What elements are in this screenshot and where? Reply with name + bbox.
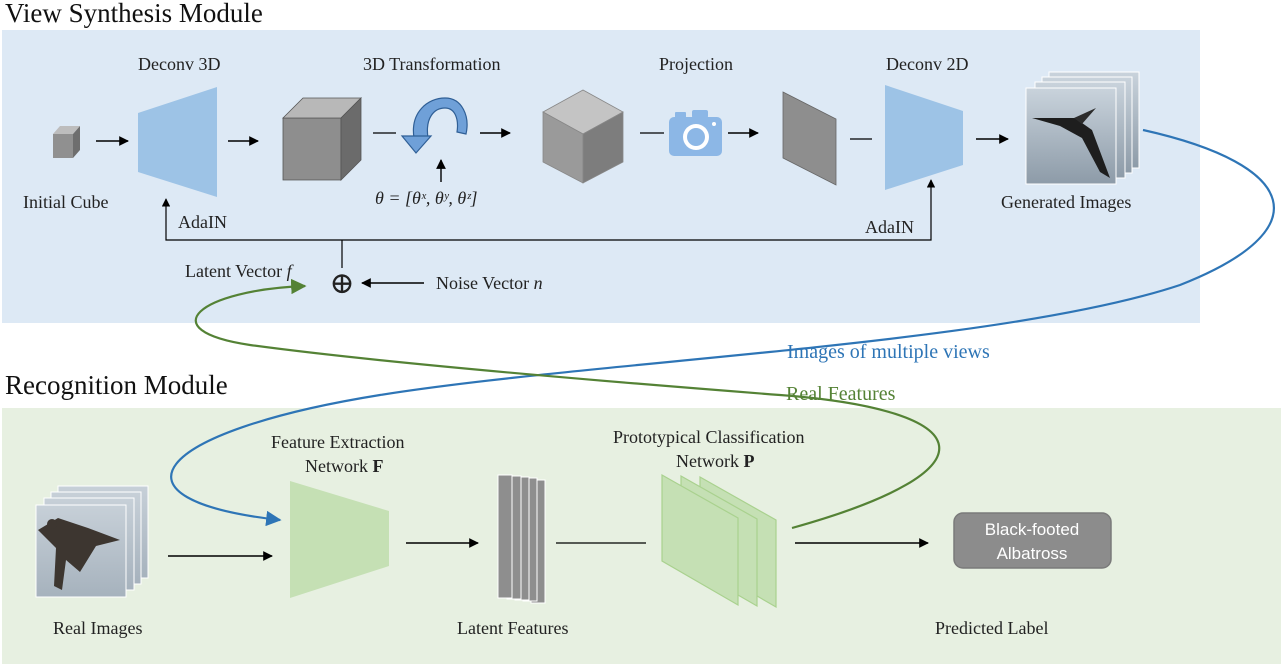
theta-formula: θ = [θˣ, θʸ, θᶻ] (375, 188, 478, 208)
recognition-title: Recognition Module (5, 370, 228, 400)
adain-right-label: AdaIN (865, 217, 914, 237)
rotation-icon (400, 97, 468, 154)
transform-label: 3D Transformation (363, 54, 501, 74)
deconv3d-block (138, 87, 217, 197)
deconv3d-label: Deconv 3D (138, 54, 220, 74)
feature-net-label-line2: Network F (305, 456, 383, 476)
combine-symbol: ⊕ (329, 267, 354, 300)
proto-net-block (661, 473, 777, 609)
predicted-label-line2: Albatross (997, 544, 1068, 563)
initial-cube-label: Initial Cube (23, 192, 108, 212)
projected-plane (782, 91, 837, 186)
generated-images-label: Generated Images (1001, 192, 1131, 212)
noise-vector-label: Noise Vector n (436, 273, 543, 293)
multi-view-flow-label: Images of multiple views (787, 341, 990, 363)
initial-cube (53, 126, 80, 158)
generated-images-stack (1025, 71, 1140, 185)
deconv2d-block (885, 85, 963, 190)
multi-view-flow-curve (170, 128, 1275, 527)
view-synthesis-title: View Synthesis Module (5, 0, 263, 28)
predicted-label-box (953, 512, 1112, 569)
predicted-label-caption: Predicted Label (935, 618, 1048, 638)
deconv2d-label: Deconv 2D (886, 54, 968, 74)
real-features-flow-label: Real Features (786, 383, 896, 405)
feature-cube (282, 97, 362, 181)
adain-left-label: AdaIN (178, 212, 227, 232)
latent-features-stack (497, 474, 546, 604)
real-images-stack (35, 485, 149, 598)
feature-net-block (290, 481, 389, 598)
transformed-cube (542, 89, 624, 184)
proto-net-label-line2: Network P (676, 451, 754, 471)
real-features-flow-curve (194, 278, 941, 530)
predicted-label-line1: Black-footed (985, 520, 1080, 539)
camera-icon (669, 110, 722, 156)
latent-features-label: Latent Features (457, 618, 568, 638)
feature-net-label-line1: Feature Extraction (271, 432, 404, 452)
projection-label: Projection (659, 54, 733, 74)
latent-vector-label: Latent Vector f (185, 261, 295, 281)
proto-net-label-line1: Prototypical Classification (613, 427, 804, 447)
real-images-label: Real Images (53, 618, 142, 638)
